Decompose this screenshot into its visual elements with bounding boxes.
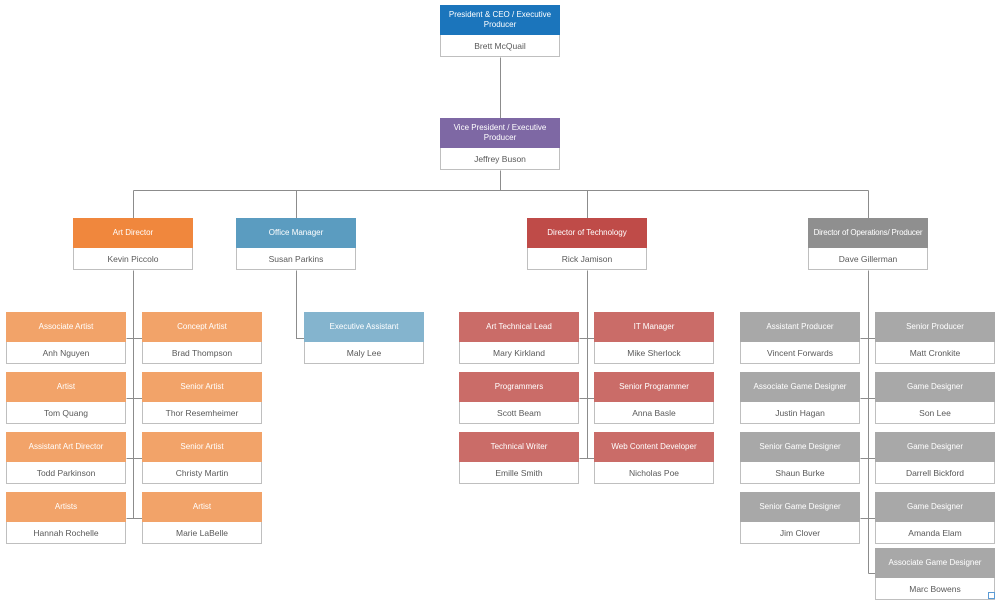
org-node-senior-game-designer-jim[interactable]: Senior Game Designer Jim Clover — [740, 492, 860, 544]
org-node-person: Mary Kirkland — [459, 342, 579, 364]
org-node-person: Darrell Bickford — [875, 462, 995, 484]
org-node-title: Web Content Developer — [594, 432, 714, 462]
org-node-person: Brad Thompson — [142, 342, 262, 364]
org-node-title: Director of Operations/ Producer — [808, 218, 928, 248]
org-node-title: Senior Programmer — [594, 372, 714, 402]
org-node-it-manager[interactable]: IT Manager Mike Sherlock — [594, 312, 714, 364]
org-node-person: Jeffrey Buson — [440, 148, 560, 170]
org-node-person: Scott Beam — [459, 402, 579, 424]
org-node-technical-writer[interactable]: Technical Writer Emille Smith — [459, 432, 579, 484]
org-node-ops-director[interactable]: Director of Operations/ Producer Dave Gi… — [808, 218, 928, 270]
org-node-person: Brett McQuail — [440, 35, 560, 57]
org-node-concept-artist[interactable]: Concept Artist Brad Thompson — [142, 312, 262, 364]
org-node-title: Concept Artist — [142, 312, 262, 342]
org-node-associate-artist[interactable]: Associate Artist Anh Nguyen — [6, 312, 126, 364]
org-node-person: Nicholas Poe — [594, 462, 714, 484]
org-node-title: IT Manager — [594, 312, 714, 342]
org-node-web-content-developer[interactable]: Web Content Developer Nicholas Poe — [594, 432, 714, 484]
org-node-game-designer-darrell[interactable]: Game Designer Darrell Bickford — [875, 432, 995, 484]
org-node-assistant-producer[interactable]: Assistant Producer Vincent Forwards — [740, 312, 860, 364]
org-node-person: Jim Clover — [740, 522, 860, 544]
org-node-title: Senior Game Designer — [740, 432, 860, 462]
org-node-artist-tom-quang[interactable]: Artist Tom Quang — [6, 372, 126, 424]
org-node-person: Todd Parkinson — [6, 462, 126, 484]
org-node-person: Thor Resemheimer — [142, 402, 262, 424]
org-node-person: Justin Hagan — [740, 402, 860, 424]
org-node-title: Artists — [6, 492, 126, 522]
org-node-title: Associate Game Designer — [740, 372, 860, 402]
org-node-title: Programmers — [459, 372, 579, 402]
org-node-artists-hannah[interactable]: Artists Hannah Rochelle — [6, 492, 126, 544]
org-node-title: Assistant Art Director — [6, 432, 126, 462]
org-node-title: Artist — [142, 492, 262, 522]
org-node-vp[interactable]: Vice President / Executive Producer Jeff… — [440, 118, 560, 170]
org-node-title: Associate Artist — [6, 312, 126, 342]
org-node-programmers[interactable]: Programmers Scott Beam — [459, 372, 579, 424]
org-node-associate-game-designer-marc[interactable]: Associate Game Designer Marc Bowens — [875, 548, 995, 600]
org-node-title: Senior Artist — [142, 372, 262, 402]
org-node-person: Christy Martin — [142, 462, 262, 484]
org-node-person: Amanda Elam — [875, 522, 995, 544]
org-node-person: Marie LaBelle — [142, 522, 262, 544]
org-node-office-manager[interactable]: Office Manager Susan Parkins — [236, 218, 356, 270]
org-node-person: Emille Smith — [459, 462, 579, 484]
org-node-title: Executive Assistant — [304, 312, 424, 342]
org-node-person: Anna Basle — [594, 402, 714, 424]
org-node-title: Artist — [6, 372, 126, 402]
org-node-title: Senior Artist — [142, 432, 262, 462]
org-node-person: Hannah Rochelle — [6, 522, 126, 544]
org-node-associate-game-designer-justin[interactable]: Associate Game Designer Justin Hagan — [740, 372, 860, 424]
selection-resize-handle[interactable] — [988, 592, 995, 599]
org-node-title: Assistant Producer — [740, 312, 860, 342]
org-node-person: Vincent Forwards — [740, 342, 860, 364]
org-node-title: Art Technical Lead — [459, 312, 579, 342]
org-node-executive-assistant[interactable]: Executive Assistant Maly Lee — [304, 312, 424, 364]
org-node-senior-programmer[interactable]: Senior Programmer Anna Basle — [594, 372, 714, 424]
org-node-person: Kevin Piccolo — [73, 248, 193, 270]
org-node-art-director[interactable]: Art Director Kevin Piccolo — [73, 218, 193, 270]
org-node-person: Maly Lee — [304, 342, 424, 364]
org-node-title: Senior Game Designer — [740, 492, 860, 522]
org-node-assistant-art-director[interactable]: Assistant Art Director Todd Parkinson — [6, 432, 126, 484]
org-node-title: Game Designer — [875, 372, 995, 402]
org-node-person: Marc Bowens — [875, 578, 995, 600]
org-node-person: Matt Cronkite — [875, 342, 995, 364]
org-node-senior-artist-thor[interactable]: Senior Artist Thor Resemheimer — [142, 372, 262, 424]
org-node-person: Mike Sherlock — [594, 342, 714, 364]
org-node-person: Tom Quang — [6, 402, 126, 424]
org-node-senior-artist-christy[interactable]: Senior Artist Christy Martin — [142, 432, 262, 484]
org-node-person: Susan Parkins — [236, 248, 356, 270]
org-node-senior-producer[interactable]: Senior Producer Matt Cronkite — [875, 312, 995, 364]
org-node-person: Rick Jamison — [527, 248, 647, 270]
org-node-person: Anh Nguyen — [6, 342, 126, 364]
org-node-title: Game Designer — [875, 432, 995, 462]
org-node-game-designer-amanda[interactable]: Game Designer Amanda Elam — [875, 492, 995, 544]
org-node-game-designer-son[interactable]: Game Designer Son Lee — [875, 372, 995, 424]
org-node-art-technical-lead[interactable]: Art Technical Lead Mary Kirkland — [459, 312, 579, 364]
org-node-senior-game-designer-shaun[interactable]: Senior Game Designer Shaun Burke — [740, 432, 860, 484]
org-node-title: Art Director — [73, 218, 193, 248]
org-node-title: Senior Producer — [875, 312, 995, 342]
org-node-tech-director[interactable]: Director of Technology Rick Jamison — [527, 218, 647, 270]
org-node-title: Associate Game Designer — [875, 548, 995, 578]
org-node-title: Director of Technology — [527, 218, 647, 248]
org-node-title: Office Manager — [236, 218, 356, 248]
org-node-person: Dave Gillerman — [808, 248, 928, 270]
org-node-title: Technical Writer — [459, 432, 579, 462]
org-node-artist-marie[interactable]: Artist Marie LaBelle — [142, 492, 262, 544]
org-node-ceo[interactable]: President & CEO / Executive Producer Bre… — [440, 5, 560, 57]
org-node-title: Vice President / Executive Producer — [440, 118, 560, 148]
org-node-person: Son Lee — [875, 402, 995, 424]
org-node-person: Shaun Burke — [740, 462, 860, 484]
org-node-title: President & CEO / Executive Producer — [440, 5, 560, 35]
org-node-title: Game Designer — [875, 492, 995, 522]
